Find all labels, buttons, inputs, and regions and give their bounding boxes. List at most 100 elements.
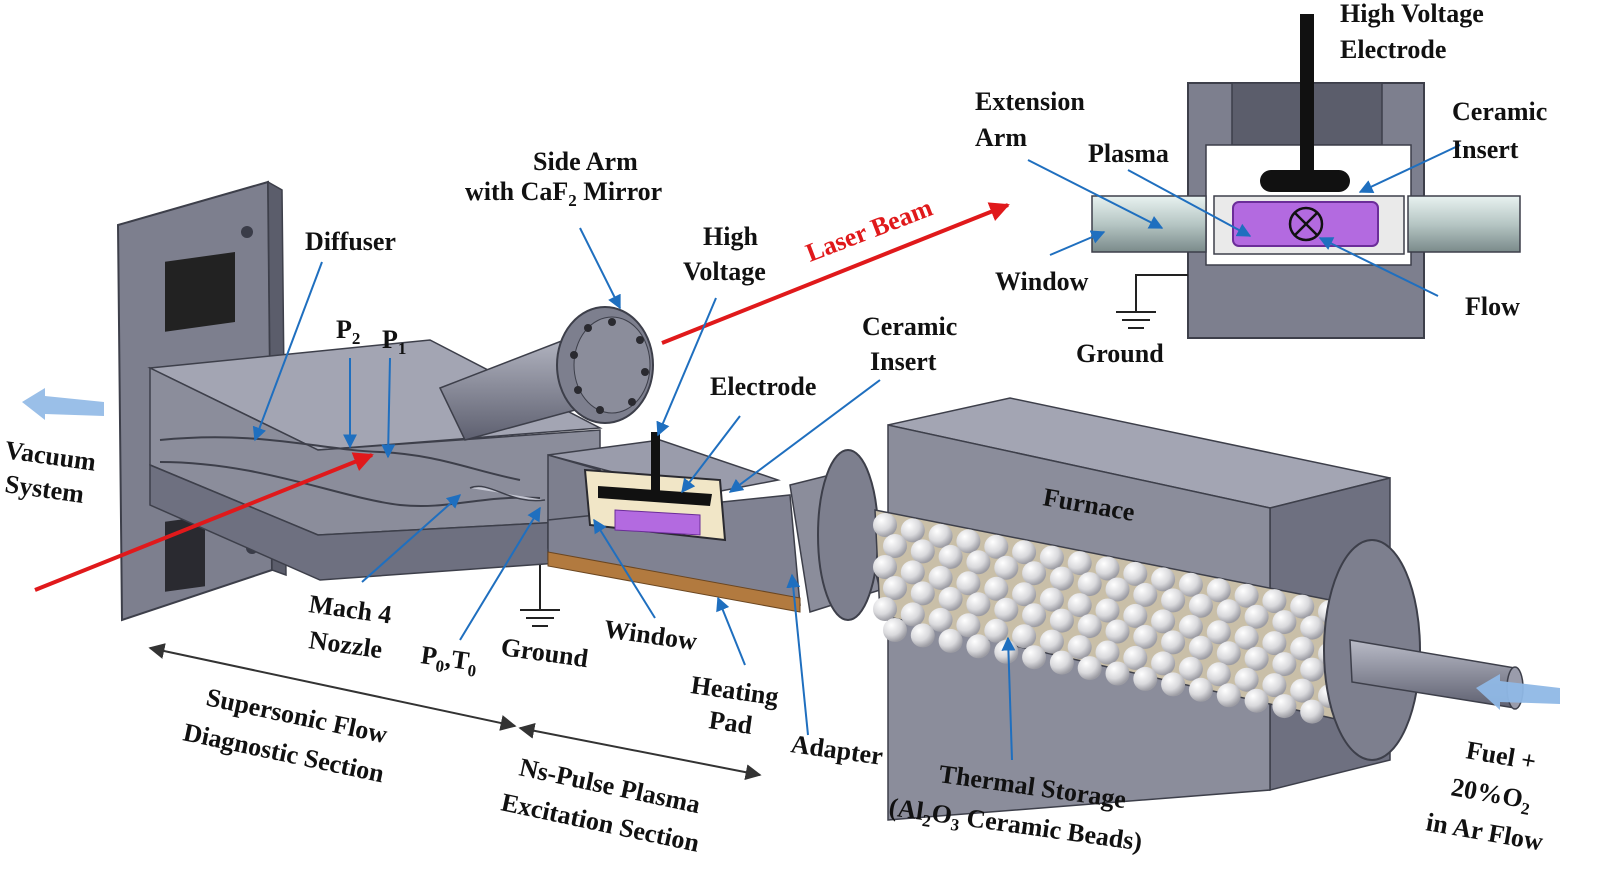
ceramic-bead [873, 597, 897, 621]
ceramic-bead [883, 618, 907, 642]
ceramic-bead [1161, 588, 1186, 613]
ceramic-bead [1161, 630, 1186, 655]
ceramic-bead [1206, 578, 1231, 603]
ceramic-bead [984, 576, 1009, 601]
ceramic-bead [1262, 631, 1287, 656]
inset-label-window: Window [995, 267, 1089, 296]
ceramic-bead [928, 523, 953, 548]
ceramic-bead [1077, 656, 1102, 681]
label-side-arm-mirror: with CaF2 Mirror [465, 177, 662, 210]
leader-lines [252, 227, 1016, 761]
label-high-voltage-2: Voltage [683, 257, 766, 286]
plasma-cell [614, 509, 701, 536]
ceramic-bead [873, 555, 897, 579]
inset-cross-section: High Voltage Electrode Extension Arm Pla… [975, 0, 1547, 368]
ceramic-bead [966, 634, 991, 659]
ceramic-bead [1216, 641, 1241, 666]
label-pad: Pad [707, 705, 754, 740]
label-window: Window [602, 614, 699, 656]
ceramic-bead [1290, 636, 1315, 661]
label-adapter: Adapter [789, 729, 885, 771]
ceramic-bead [1049, 650, 1074, 675]
ceramic-bead [1077, 614, 1102, 639]
ceramic-bead [956, 571, 981, 596]
ceramic-bead [900, 602, 925, 627]
label-p2: P2 [336, 315, 360, 348]
ceramic-bead [956, 529, 981, 554]
label-nozzle: Nozzle [307, 625, 384, 664]
ceramic-bead [1206, 620, 1231, 645]
ceramic-bead [984, 534, 1009, 559]
ceramic-bead [966, 592, 991, 617]
flow-into-page-icon [1288, 206, 1324, 242]
ceramic-bead [1234, 625, 1259, 650]
ceramic-bead [1133, 666, 1158, 691]
label-mach4: Mach 4 [307, 589, 393, 629]
side-arm-flange-face [573, 316, 651, 414]
ceramic-bead [1151, 567, 1176, 592]
ceramic-bead [900, 560, 925, 585]
fuel-flow-arrow [1476, 674, 1560, 710]
ceramic-bead [1290, 594, 1315, 619]
ceramic-bead [1095, 640, 1120, 665]
ceramic-bead [1151, 609, 1176, 634]
ceramic-bead [910, 581, 935, 606]
bolt-hole [241, 226, 253, 238]
inset-label-extension: Extension [975, 87, 1085, 116]
end-plate-bracket-top [165, 251, 235, 332]
ceramic-bead [1067, 635, 1092, 660]
ceramic-bead [938, 628, 963, 653]
ceramic-bead [900, 518, 925, 543]
inset-window-right [1407, 195, 1521, 253]
ceramic-bead [1188, 677, 1213, 702]
inset-label-plasma: Plasma [1088, 139, 1169, 168]
inset-label-flow: Flow [1465, 292, 1520, 321]
ceramic-bead [1012, 540, 1037, 565]
ceramic-bead [1022, 645, 1047, 670]
ceramic-bead [1133, 582, 1158, 607]
ceramic-bead [1105, 619, 1130, 644]
ceramic-bead [1123, 561, 1148, 586]
ceramic-bead [1300, 615, 1325, 640]
ceramic-bead [938, 586, 963, 611]
hv-rod [651, 432, 660, 492]
ceramic-bead [1234, 667, 1259, 692]
ceramic-bead [994, 597, 1019, 622]
label-fuel: Fuel + [1464, 735, 1538, 776]
inset-window-left [1091, 195, 1207, 253]
ceramic-bead [1262, 589, 1287, 614]
ceramic-bead [1244, 646, 1269, 671]
ceramic-bead [1039, 545, 1064, 570]
ceramic-bead [1123, 645, 1148, 670]
nozzle-contour-lower [159, 461, 541, 508]
ceramic-bead [1077, 572, 1102, 597]
ceramic-bead [956, 613, 981, 638]
inset-label-ceramic: Ceramic [1452, 97, 1547, 126]
ceramic-bead [910, 539, 935, 564]
label-heating: Heating [689, 670, 780, 711]
ceramic-bead [1216, 683, 1241, 708]
ceramic-bead [1105, 577, 1130, 602]
label-diffuser: Diffuser [305, 227, 396, 256]
label-p1: P1 [382, 325, 406, 358]
ceramic-bead [1178, 656, 1203, 681]
ceramic-bead [1178, 572, 1203, 597]
adapter-flange [817, 449, 879, 621]
ceramic-bead [1262, 673, 1287, 698]
ceramic-bead [1272, 652, 1297, 677]
heating-pad [547, 551, 801, 613]
nozzle-throat [469, 485, 546, 502]
ceramic-bead [1290, 678, 1315, 703]
inset-electrode [1260, 170, 1350, 192]
laser-beam-in [34, 452, 374, 592]
ceramic-bead [1300, 699, 1325, 724]
ceramic-bead [1095, 598, 1120, 623]
ceramic-bead [1188, 593, 1213, 618]
ceramic-bead [1234, 583, 1259, 608]
inset-hv-rod [1300, 14, 1314, 178]
inset-leader-lines [1027, 144, 1461, 297]
label-p0t0: P0,T0 [419, 640, 480, 681]
ceramic-bead [1095, 556, 1120, 581]
inset-label-insert: Insert [1452, 135, 1519, 164]
